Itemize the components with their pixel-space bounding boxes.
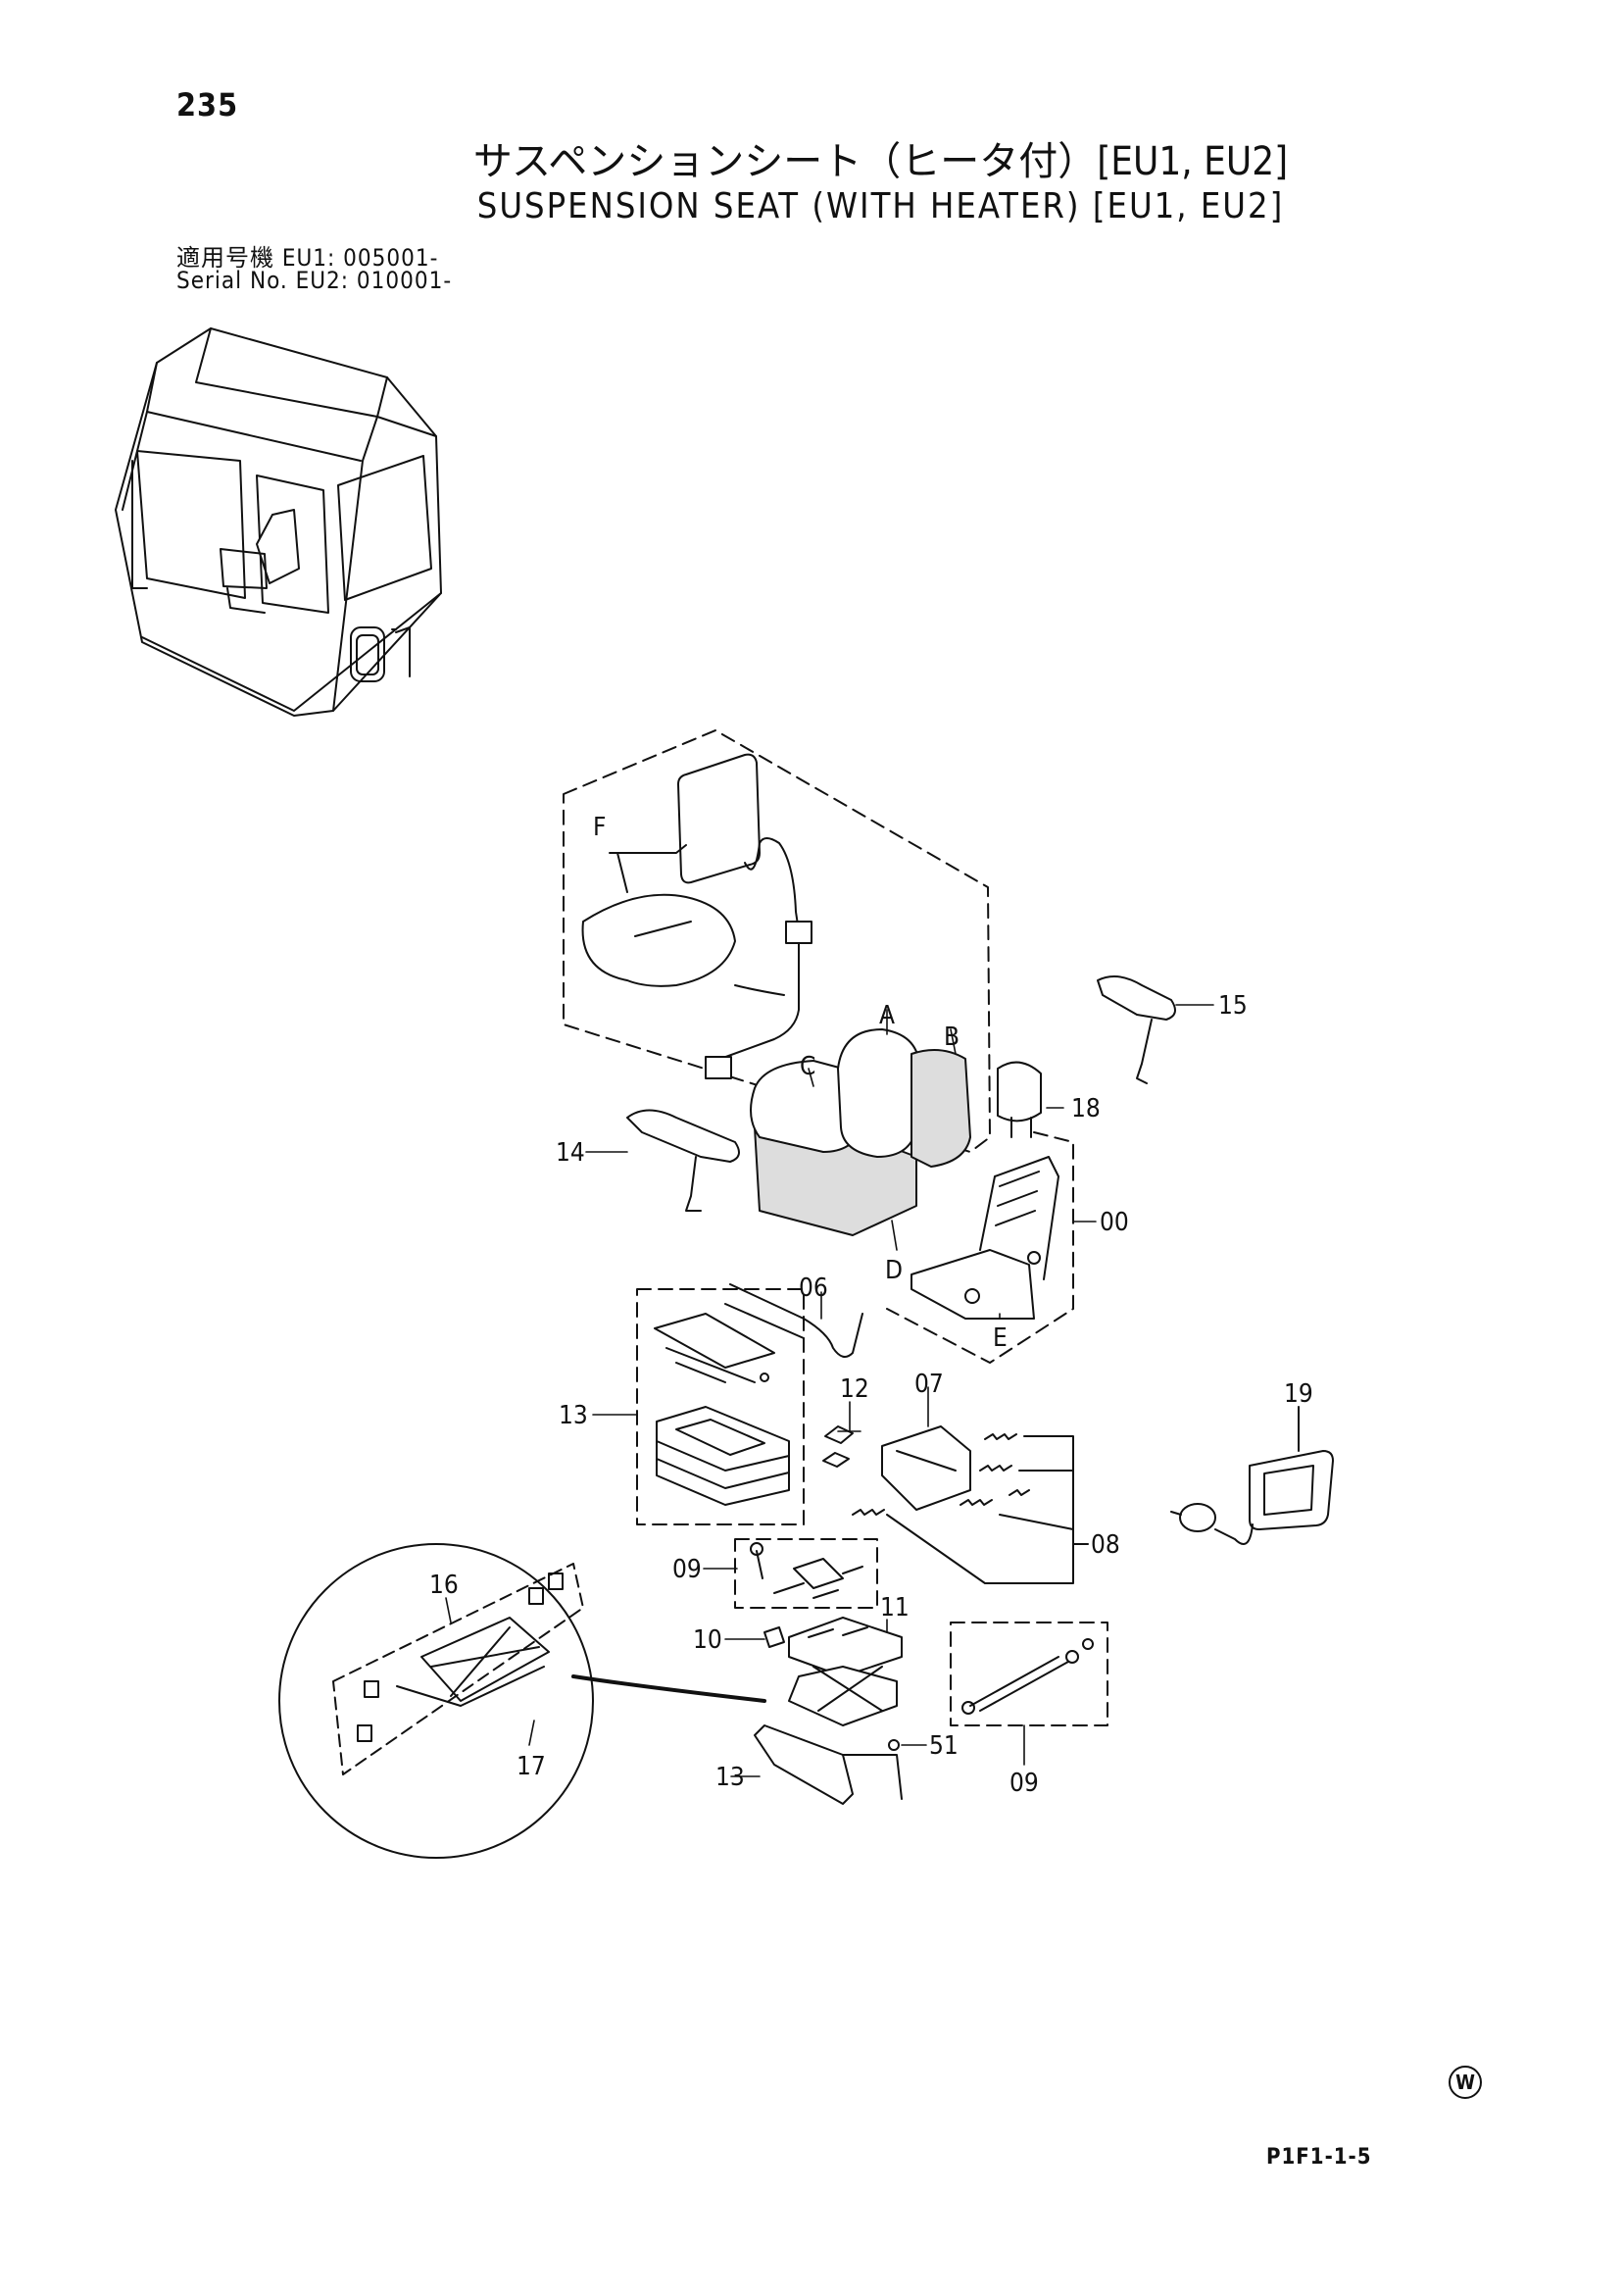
callout-labels: 15 14 18 00 06 07 12 13 08 19 09 10 11 1… [429,813,1313,1798]
slide-rail-group [636,1288,805,1525]
callout-09: 09 [1009,1769,1039,1798]
callout-14: 12 [840,1374,869,1404]
figure-code: P1F1-1-5 [1266,2145,1372,2170]
letter-f: F [593,813,606,842]
page-number: 235 [176,86,239,124]
title-english: SUSPENSION SEAT (WITH HEATER) [EU1, EU2] [476,186,1285,226]
callout-19: 17 [517,1752,546,1781]
callout-leaders [445,1004,1214,1777]
callout-10: 09 [672,1555,702,1584]
callout-15: 13 [559,1401,588,1430]
letter-b: B [944,1023,960,1052]
callout-11: 10 [693,1625,722,1655]
suspension-parts [734,1425,1108,1805]
letter-c: C [800,1052,815,1081]
letter-e: E [993,1323,1008,1353]
callout-07: 07 [914,1370,944,1399]
callout-18: 16 [429,1571,459,1600]
detail-magnifier [278,1543,766,1859]
callout-06: 06 [799,1273,828,1303]
heater-controller-23 [1170,1406,1334,1545]
cab-illustration [115,327,442,717]
callout-23: 19 [1284,1379,1313,1409]
seat-assembly [626,975,1176,1364]
serial-applicability-line: 適用号機 EU1: 005001- [176,244,439,272]
callout-17: 15 [1218,991,1248,1021]
callout-12: 11 [880,1593,910,1622]
letter-d: D [885,1256,903,1285]
letter-a: A [879,1001,895,1030]
heater-kit-group [563,729,991,1153]
callout-20: 18 [1071,1094,1101,1123]
serial-number-line: Serial No. EU2: 010001- [176,267,453,294]
callout-13: 13 [715,1763,745,1792]
callout-16: 14 [556,1138,585,1168]
callout-08: 08 [1091,1530,1120,1560]
watermark-symbol: W [1449,2066,1482,2099]
callout-51: 51 [929,1731,959,1761]
title-japanese: サスペンションシート（ヒータ付）[EU1, EU2] [472,139,1289,184]
cable-lever-06 [724,1283,863,1358]
callout-00: 00 [1100,1208,1129,1237]
